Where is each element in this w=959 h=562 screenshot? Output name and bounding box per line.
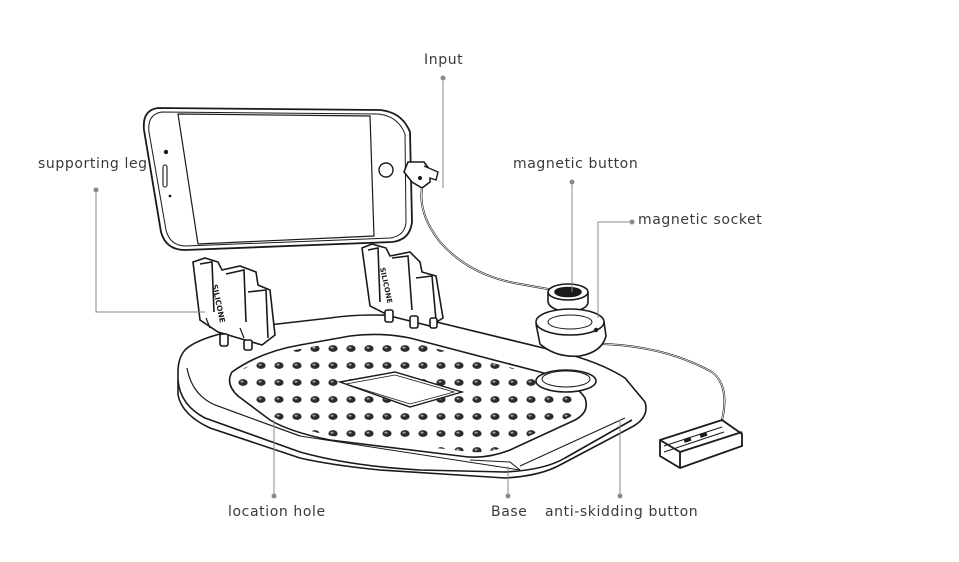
magnetic-button: [547, 283, 589, 313]
label-magnetic-socket: magnetic socket: [638, 212, 763, 228]
smartphone: [142, 107, 413, 251]
usb-plug: [659, 419, 743, 469]
label-input: Input: [424, 52, 464, 68]
leader-lines: [93, 75, 635, 499]
label-anti-skidding-button: anti-skidding button: [545, 504, 699, 520]
leader-supporting-leg: [95, 190, 205, 313]
supporting-leg-right: [361, 243, 444, 329]
magnetic-socket: [535, 308, 607, 358]
charging-cable: [403, 161, 726, 421]
leader-magnetic-socket: [597, 221, 632, 318]
label-magnetic-button: magnetic button: [513, 156, 639, 172]
label-location-hole: location hole: [228, 504, 326, 520]
label-supporting-leg: supporting leg: [38, 156, 148, 172]
label-base: Base: [491, 504, 528, 520]
supporting-leg-left: [192, 257, 276, 351]
base-pad: [177, 314, 647, 479]
